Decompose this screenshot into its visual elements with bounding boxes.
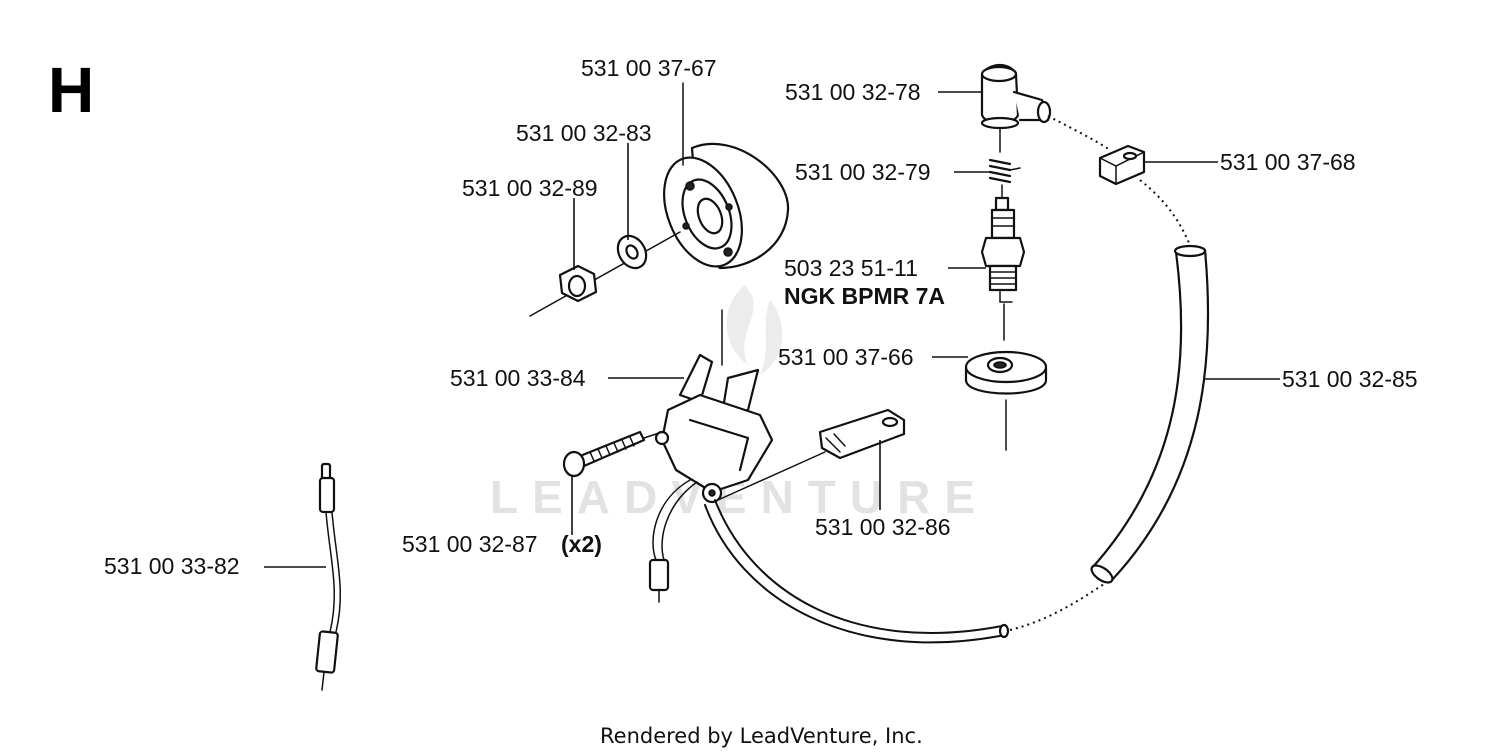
label-short-cable[interactable]: 531 00 33-82 <box>104 553 240 579</box>
ignition-cable <box>704 499 1111 644</box>
hose-part[interactable] <box>1089 244 1210 586</box>
nut-part[interactable] <box>558 264 598 303</box>
label-cap-spring[interactable]: 531 00 32-79 <box>795 159 931 185</box>
cable-clip-part[interactable] <box>1098 144 1146 186</box>
label-ignition-module[interactable]: 531 00 33-84 <box>450 365 586 391</box>
label-spark-plug-type: NGK BPMR 7A <box>784 283 945 309</box>
label-nut[interactable]: 531 00 32-89 <box>462 175 598 201</box>
label-key[interactable]: 531 00 32-86 <box>815 514 951 540</box>
label-plug-grommet[interactable]: 531 00 37-66 <box>778 344 914 370</box>
label-hose[interactable]: 531 00 32-85 <box>1282 366 1418 392</box>
label-screw-qty: (x2) <box>561 531 602 557</box>
spark-plug-part[interactable] <box>980 196 1026 303</box>
section-letter: H <box>48 54 94 126</box>
ignition-module-part[interactable] <box>648 353 774 603</box>
spark-cap-part[interactable] <box>980 63 1052 130</box>
label-flywheel[interactable]: 531 00 37-67 <box>581 55 717 81</box>
key-part[interactable] <box>818 408 906 460</box>
label-washer[interactable]: 531 00 32-83 <box>516 120 652 146</box>
short-cable-part[interactable] <box>315 462 342 691</box>
footer-credit: Rendered by LeadVenture, Inc. <box>600 724 923 748</box>
cap-spring-part[interactable] <box>988 158 1021 184</box>
label-screw[interactable]: 531 00 32-87 <box>402 531 538 557</box>
label-spark-cap[interactable]: 531 00 32-78 <box>785 79 921 105</box>
screw-part[interactable] <box>562 430 646 478</box>
label-cable-clip[interactable]: 531 00 37-68 <box>1220 149 1356 175</box>
part-labels: 531 00 37-67 531 00 32-83 531 00 32-89 5… <box>104 55 1418 579</box>
label-spark-plug[interactable]: 503 23 51-11 <box>784 255 918 281</box>
plug-grommet-part[interactable] <box>964 350 1048 395</box>
flywheel-part[interactable] <box>649 142 790 278</box>
washer-part[interactable] <box>612 231 652 273</box>
